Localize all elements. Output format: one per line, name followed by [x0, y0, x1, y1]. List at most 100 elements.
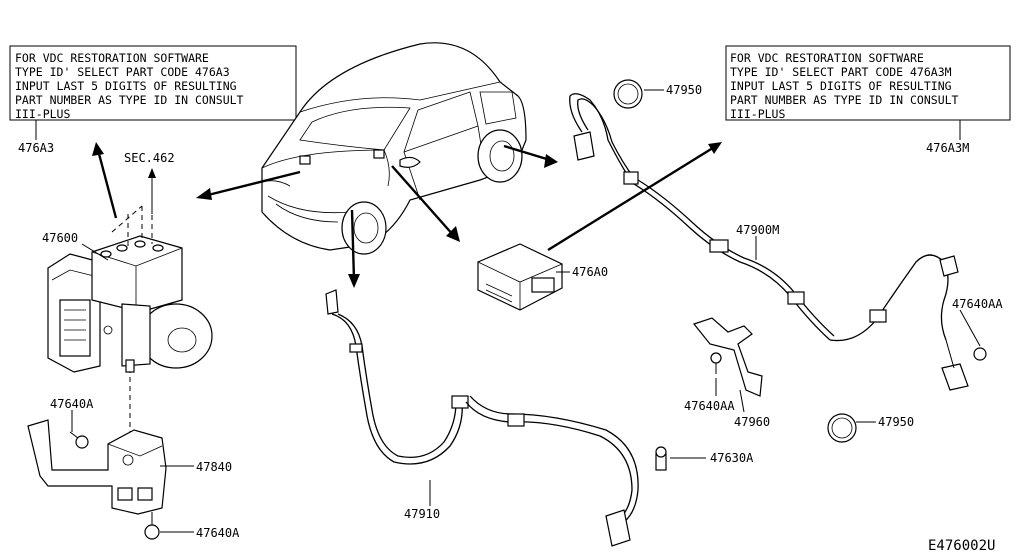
label-47950-top: 47950: [666, 83, 702, 97]
rear-wheel-sensor: [569, 93, 987, 391]
car-front-wheel: [341, 201, 387, 255]
actuator-bracket: [27, 419, 167, 540]
o-ring-top-inner: [617, 83, 639, 105]
yaw-sensor-housing: [477, 243, 563, 311]
car-marker-sensor: [373, 149, 385, 159]
arrow-to-actuator: [203, 170, 301, 198]
front-sensor-connector: [325, 289, 339, 315]
label-476a3: 476A3: [18, 141, 54, 155]
yaw-rate-sensor: [477, 243, 563, 311]
rear-sensor-connector: [573, 131, 595, 161]
rear-sensor-cable-1: [569, 93, 629, 177]
actuator-assembly: [47, 205, 213, 432]
label-47950-bottom: 47950: [878, 415, 914, 429]
label-47630a: 47630A: [710, 451, 754, 465]
actuator-mount-stud: [125, 359, 135, 373]
rear-sensor-clip-1: [623, 171, 639, 185]
actuator-motor-flange: [121, 303, 151, 367]
actuator-port-4: [152, 244, 164, 252]
label-476a3m: 476A3M: [926, 141, 969, 155]
actuator-motor-cap: [167, 327, 197, 353]
bracket-tab-2: [137, 487, 153, 501]
label-47640a-top: 47640A: [50, 397, 94, 411]
arrow-to-front-sensor: [350, 209, 356, 281]
part-labels: 476A3 SEC.462 47600 47640A 47840 47640A …: [18, 83, 1003, 554]
front-sensor-clip-3: [507, 413, 525, 427]
arrow-head-actuator: [196, 188, 212, 200]
car-mirror: [399, 156, 421, 168]
rear-sensor-cable-5: [829, 254, 949, 342]
actuator-port-3: [134, 240, 146, 248]
note-box-right-frame: [725, 45, 1011, 121]
car-windshield: [299, 106, 411, 151]
car-bumper: [267, 195, 351, 214]
arrow-head-rear-sensor: [544, 154, 558, 168]
leader-47600: [81, 243, 109, 261]
bracket-hole: [122, 454, 134, 466]
rear-sensor-clip-3: [787, 291, 805, 305]
front-sensor-cable-2: [337, 313, 457, 459]
bolt-47630a-head: [655, 446, 667, 458]
car-rear-wheel-hub: [489, 140, 515, 172]
label-47910: 47910: [404, 507, 440, 521]
front-sensor-clip-1: [349, 343, 363, 353]
note-left-line-5: III-PLUS: [15, 107, 70, 121]
actuator-hydraulic-block: [91, 235, 183, 313]
front-sensor-clip-2: [451, 395, 469, 409]
yaw-sensor-connector: [531, 277, 555, 293]
rear-sensor-cable-4: [637, 179, 835, 337]
actuator-bolt: [103, 325, 113, 335]
guide-actuator-diag: [111, 205, 143, 233]
yaw-sensor-rib-2: [485, 289, 513, 303]
bolt-47640aa-right: [973, 347, 987, 361]
rear-sensor-cable-2: [577, 98, 635, 179]
actuator-connector: [59, 299, 91, 357]
note-right-line-2: TYPE ID' SELECT PART CODE 476A3M: [730, 65, 952, 79]
arrow-head-note-right: [708, 142, 722, 154]
note-box-right: FOR VDC RESTORATION SOFTWARE TYPE ID' SE…: [725, 45, 1011, 121]
rear-sensor-cable-3: [633, 183, 831, 341]
actuator-port-2: [116, 244, 128, 252]
front-sensor-cable-4: [469, 395, 639, 523]
car-side-window-rear: [479, 91, 517, 125]
arrow-head-note-left: [92, 142, 104, 156]
note-right-line-4: PART NUMBER AS TYPE ID IN CONSULT: [730, 93, 959, 107]
note-left-line-4: PART NUMBER AS TYPE ID IN CONSULT: [15, 93, 244, 107]
label-sec462: SEC.462: [124, 151, 175, 165]
bolt-47640a-bottom: [144, 524, 160, 540]
note-left-line-2: TYPE ID' SELECT PART CODE 476A3: [15, 65, 230, 79]
car-rear-wheel: [477, 129, 523, 183]
rear-sensor-clip-2: [709, 239, 729, 253]
rear-sensor-grommet: [939, 255, 959, 277]
arrow-head-front-sensor: [348, 274, 360, 288]
note-right-line-3: INPUT LAST 5 DIGITS OF RESULTING: [730, 79, 952, 93]
car-grille: [275, 203, 339, 223]
front-wheel-sensor: [325, 289, 639, 547]
car-hood: [261, 149, 390, 187]
bolt-47640a-top-shank: [69, 431, 79, 439]
bolt-47640aa-mid: [710, 352, 722, 364]
yaw-sensor-rib-1: [485, 283, 513, 297]
callout-arrows: [92, 142, 722, 288]
car-body: [261, 42, 527, 251]
note-left-line-3: INPUT LAST 5 DIGITS OF RESULTING: [15, 79, 237, 93]
rear-sensor-clip-4: [869, 309, 887, 323]
sensor-bracket: [692, 317, 763, 397]
label-47640a-bottom: 47640A: [196, 526, 240, 540]
diagram-code: E476002U: [928, 538, 995, 554]
label-47900m: 47900M: [736, 223, 779, 237]
leader-47960: [739, 389, 745, 413]
leader-lines: [71, 89, 981, 533]
arrow-head-sec462: [148, 168, 156, 178]
actuator-motor: [139, 303, 213, 369]
front-sensor-head: [605, 509, 631, 547]
arrow-to-rear-sensor: [503, 144, 551, 162]
sensor-bracket-body: [692, 317, 763, 397]
note-box-left: FOR VDC RESTORATION SOFTWARE TYPE ID' SE…: [9, 45, 297, 121]
label-47960: 47960: [734, 415, 770, 429]
label-47640aa-right: 47640AA: [952, 297, 1003, 311]
bolt-47630a: [655, 446, 667, 471]
front-sensor-cable-1: [331, 313, 463, 465]
